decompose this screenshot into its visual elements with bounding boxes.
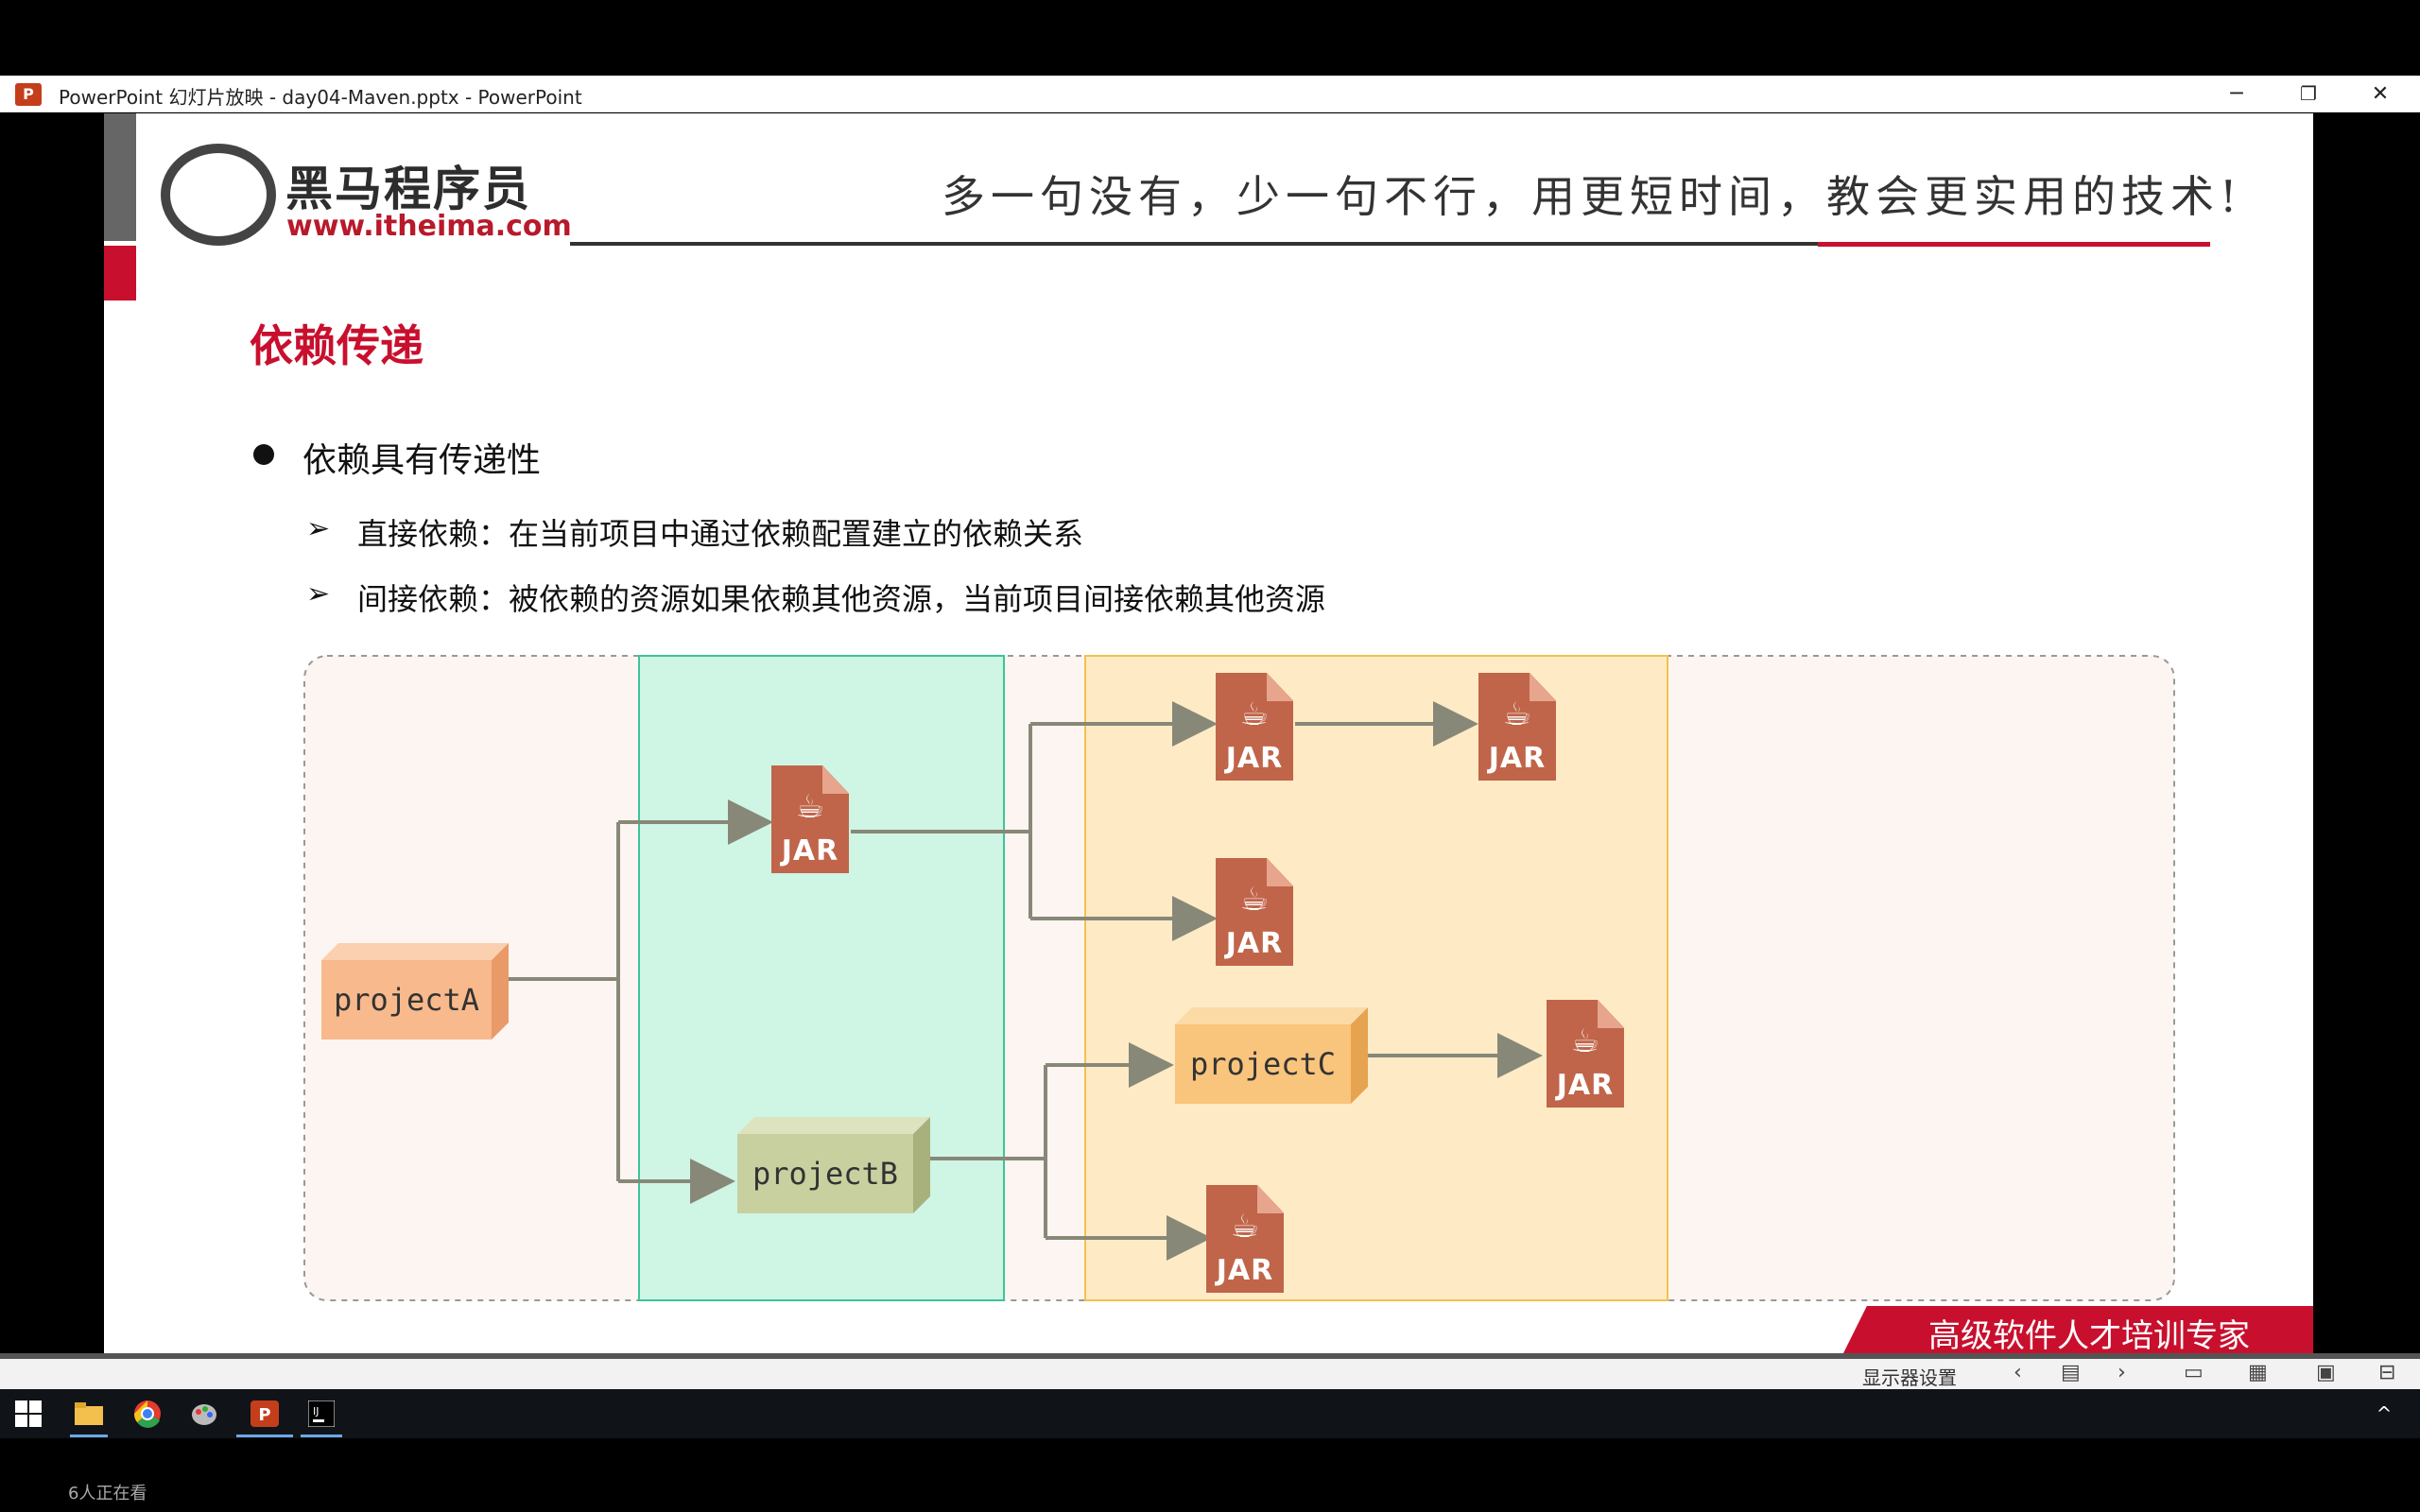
projecta-side-face (492, 943, 509, 1040)
node-projectc: projectC (1175, 1024, 1351, 1104)
intellij-icon[interactable]: IJ (301, 1395, 342, 1433)
arrow-bullet-icon: ➢ (306, 512, 331, 545)
window-title: PowerPoint 幻灯片放映 - day04-Maven.pptx - Po… (59, 86, 582, 109)
node-projectb: projectB (737, 1134, 913, 1213)
horse-logo-icon (161, 144, 276, 246)
bullet-dot-icon (253, 444, 274, 465)
slide-list-button[interactable]: ▤ (2061, 1361, 2081, 1384)
file-explorer-icon[interactable] (68, 1395, 110, 1433)
chrome-icon[interactable] (127, 1395, 168, 1433)
powerpoint-icon: P (15, 83, 42, 106)
jar-icon: ☕ JAR (771, 765, 849, 873)
chevron-up-icon[interactable]: ^ (2376, 1402, 2393, 1425)
svg-text:IJ: IJ (313, 1405, 320, 1418)
monitor-settings-button[interactable]: 显示器设置 (1862, 1366, 1957, 1389)
logo-name: 黑马程序员 (285, 162, 531, 216)
reading-view-button[interactable]: ▣ (2316, 1361, 2336, 1384)
jar-icon: ☕ JAR (1216, 673, 1293, 781)
slide-title: 依赖传递 (250, 320, 424, 371)
powerpoint-taskbar-icon[interactable]: P (244, 1395, 285, 1433)
indirect-region (1084, 655, 1668, 1301)
slideshow-statusbar: 显示器设置 ‹ ▤ › ▭ ▦ ▣ ⊟ (0, 1353, 2420, 1389)
logo-url: www.itheima.com (286, 210, 572, 243)
dependency-diagram (303, 655, 2175, 1301)
slideshow-view-button[interactable]: ⊟ (2378, 1361, 2396, 1384)
close-button[interactable]: ✕ (2371, 82, 2390, 106)
left-accent-grey (104, 113, 136, 241)
projectc-top-face (1175, 1007, 1368, 1024)
sub-item-direct: 直接依赖：在当前项目中通过依赖配置建立的依赖关系 (357, 516, 1084, 552)
node-projecta: projectA (321, 960, 492, 1040)
window-titlebar: P PowerPoint 幻灯片放映 - day04-Maven.pptx - … (0, 76, 2420, 112)
jar-icon: ☕ JAR (1547, 1000, 1624, 1108)
windows-start-icon[interactable] (8, 1395, 49, 1433)
projectb-side-face (913, 1117, 930, 1213)
paint-icon[interactable] (183, 1395, 225, 1433)
jar-icon: ☕ JAR (1216, 858, 1293, 966)
projectc-side-face (1351, 1007, 1368, 1104)
taskbar: P IJ ^ (0, 1389, 2420, 1438)
bullet-text: 依赖具有传递性 (302, 441, 542, 480)
projecta-top-face (321, 943, 509, 960)
sorter-view-button[interactable]: ▦ (2248, 1361, 2268, 1384)
header-rule (570, 242, 1818, 246)
next-slide-button[interactable]: › (2118, 1361, 2126, 1384)
normal-view-button[interactable]: ▭ (2184, 1361, 2204, 1384)
footer-banner-text: 高级软件人才培训专家 (1928, 1317, 2250, 1353)
jar-icon: ☕ JAR (1206, 1185, 1284, 1293)
restore-button[interactable]: ❐ (2300, 82, 2317, 105)
header-rule-accent (1818, 242, 2210, 247)
projectb-top-face (737, 1117, 930, 1134)
sub-item-indirect: 间接依赖：被依赖的资源如果依赖其他资源，当前项目间接依赖其他资源 (357, 581, 1326, 617)
slide-canvas[interactable]: 黑马程序员 www.itheima.com 多一句没有，少一句不行，用更短时间，… (104, 113, 2313, 1353)
left-accent-red (104, 246, 136, 301)
svg-text:P: P (258, 1405, 270, 1425)
viewer-count: 6人正在看 (68, 1484, 147, 1503)
slogan: 多一句没有，少一句不行，用更短时间，教会更实用的技术! (942, 171, 2243, 222)
footer-banner (1843, 1306, 2313, 1353)
minimize-button[interactable]: ─ (2230, 82, 2243, 106)
arrow-bullet-icon: ➢ (306, 577, 331, 610)
prev-slide-button[interactable]: ‹ (2014, 1361, 2022, 1384)
jar-icon: ☕ JAR (1478, 673, 1556, 781)
